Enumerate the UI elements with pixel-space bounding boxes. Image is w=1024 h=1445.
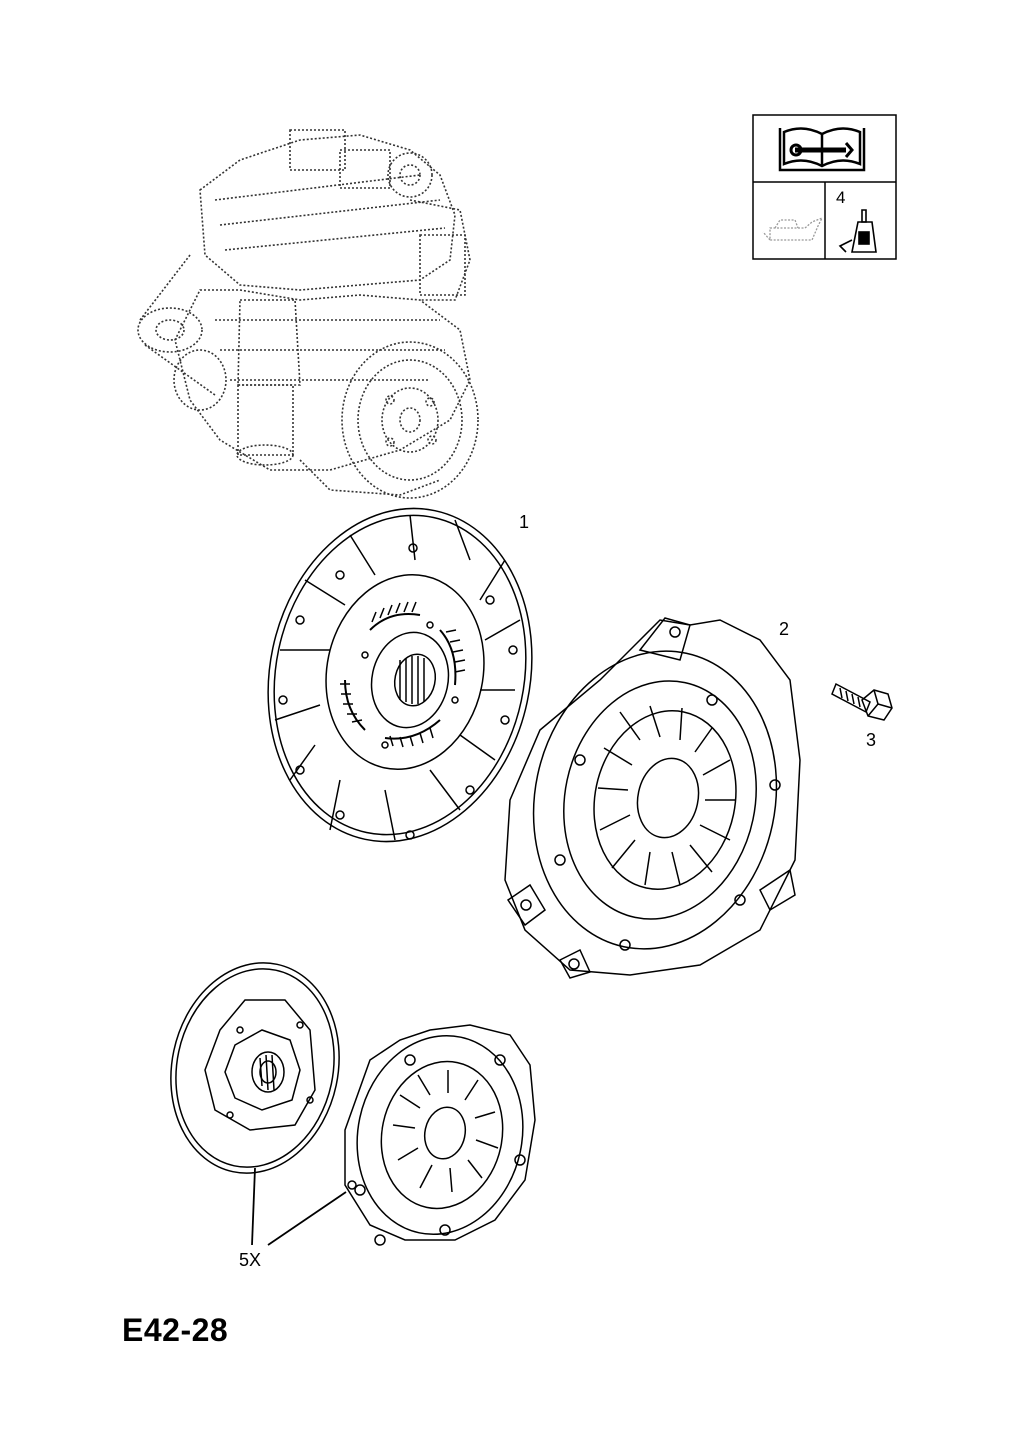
callout-part5: 5X bbox=[239, 1250, 262, 1270]
symbol-legend-box bbox=[752, 114, 897, 260]
leader-lines-part5 bbox=[251, 1167, 347, 1246]
callout-part1: 1 bbox=[519, 512, 530, 532]
callout-part3: 3 bbox=[866, 730, 877, 750]
clutch-disc-part1 bbox=[267, 507, 533, 843]
pressure-plate-part2 bbox=[504, 617, 801, 979]
engine-illustration bbox=[137, 129, 479, 499]
grease-tube-icon bbox=[838, 209, 877, 253]
oil-can-icon bbox=[762, 216, 824, 241]
bolt-part3 bbox=[831, 682, 893, 721]
callout-part4: 4 bbox=[836, 188, 846, 207]
book-wrench-icon bbox=[778, 127, 866, 172]
clutch-kit-part5 bbox=[170, 962, 536, 1246]
diagram-code-label: E42-28 bbox=[122, 1312, 229, 1348]
callout-part2: 2 bbox=[779, 619, 790, 639]
